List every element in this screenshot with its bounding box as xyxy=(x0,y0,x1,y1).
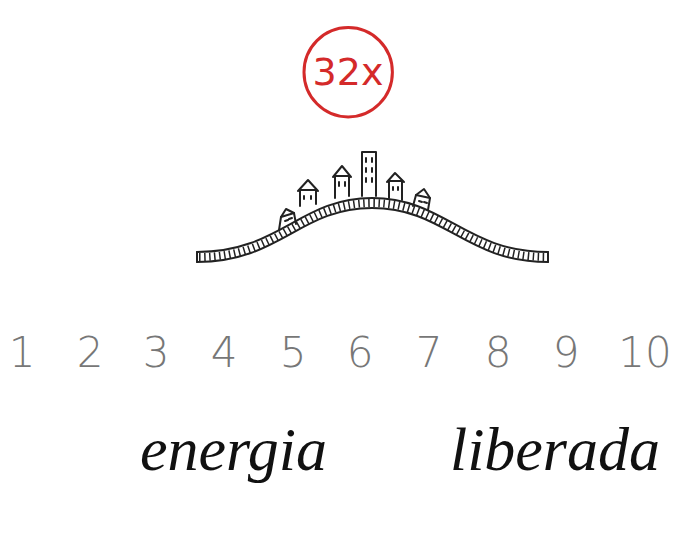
scale-number: 9 xyxy=(553,332,580,374)
scale-number: 7 xyxy=(416,332,443,374)
scale-number: 2 xyxy=(77,332,104,374)
scale-number: 3 xyxy=(143,332,170,374)
scale-number: 10 xyxy=(618,332,671,374)
hill-drawing xyxy=(197,152,548,262)
circle-stroke xyxy=(304,27,392,116)
scale-number: 1 xyxy=(9,332,36,374)
count-circle: 32x xyxy=(302,26,394,118)
scale-number: 5 xyxy=(280,332,307,374)
scale-number: 6 xyxy=(347,332,374,374)
scale-number: 4 xyxy=(211,332,238,374)
axis-caption: energia liberada xyxy=(140,418,660,480)
count-text: 32x xyxy=(313,53,384,91)
scale-number: 8 xyxy=(485,332,512,374)
